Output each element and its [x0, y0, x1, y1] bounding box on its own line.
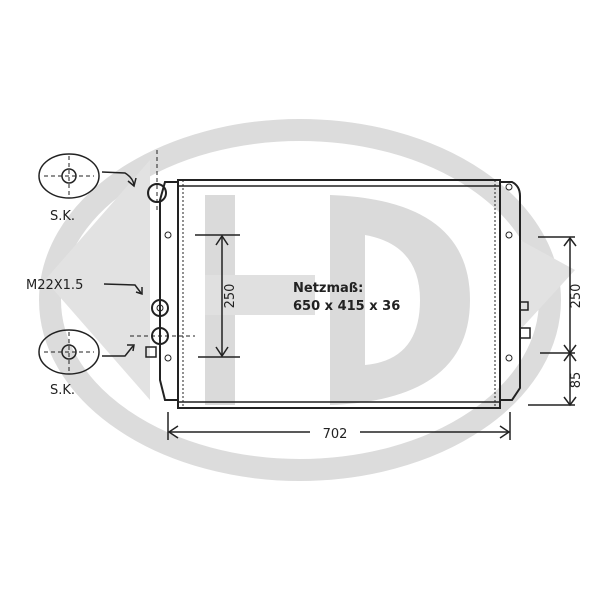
dim-right-250: 250 [569, 284, 584, 309]
sk-bottom-label: S.K. [50, 383, 75, 398]
core-label: Netzmaß: [293, 281, 363, 296]
thread-label: M22X1.5 [26, 278, 83, 293]
sk-detail-bottom [38, 329, 135, 375]
left-tank [159, 181, 178, 401]
sk-detail-top [38, 153, 137, 199]
dim-width: 702 [323, 427, 348, 442]
dimension-lines [167, 234, 577, 440]
thread-leader [103, 283, 143, 296]
dim-right-85: 85 [569, 372, 584, 389]
dim-left-250: 250 [223, 284, 238, 309]
radiator [130, 150, 531, 409]
threaded-port [151, 299, 169, 317]
right-tank [500, 181, 521, 401]
core-dimensions: 650 x 415 x 36 [293, 299, 400, 314]
sk-top-label: S.K. [50, 209, 75, 224]
watermark-logo [39, 119, 575, 481]
radiator-core [177, 179, 501, 409]
